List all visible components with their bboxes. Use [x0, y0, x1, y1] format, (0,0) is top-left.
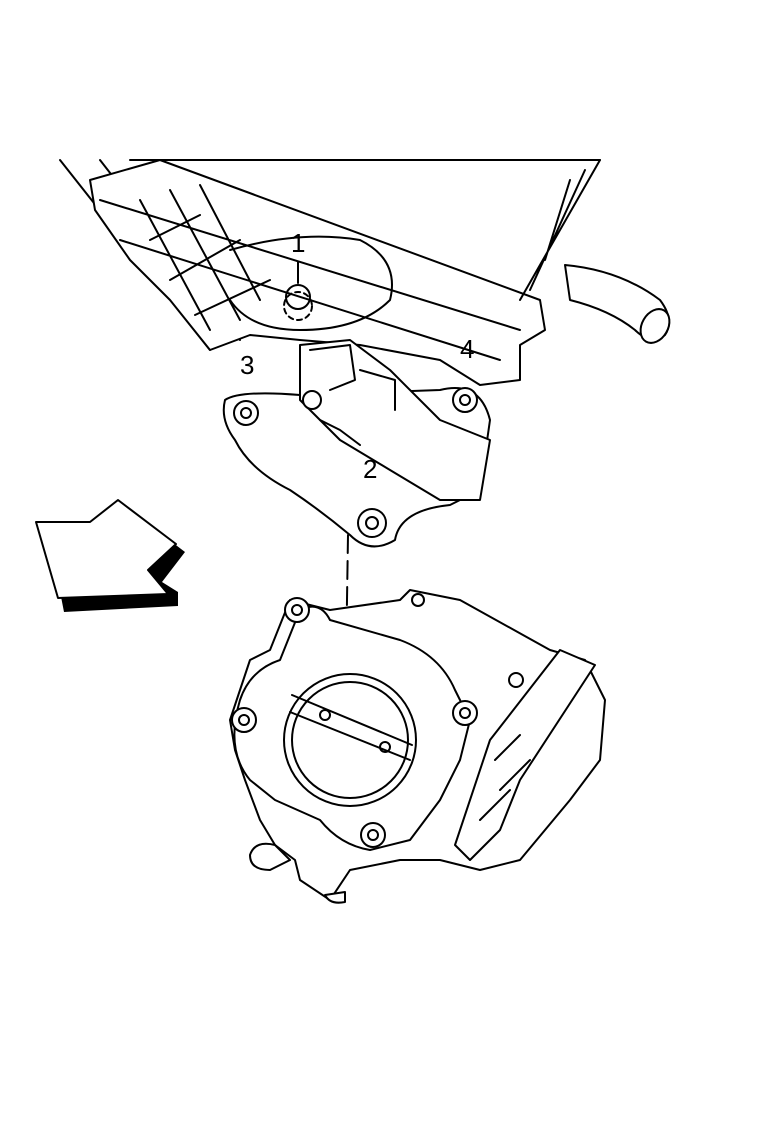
callout-3: 3: [240, 350, 255, 380]
callout-4: 4: [460, 334, 475, 364]
intake-manifold: [59, 159, 671, 386]
callout-1: 1: [291, 228, 306, 258]
front-direction-arrow-icon: [35, 499, 185, 612]
callout-2: 2: [363, 454, 378, 484]
throttle-body: [229, 589, 606, 904]
manifold-flange: [222, 339, 491, 548]
